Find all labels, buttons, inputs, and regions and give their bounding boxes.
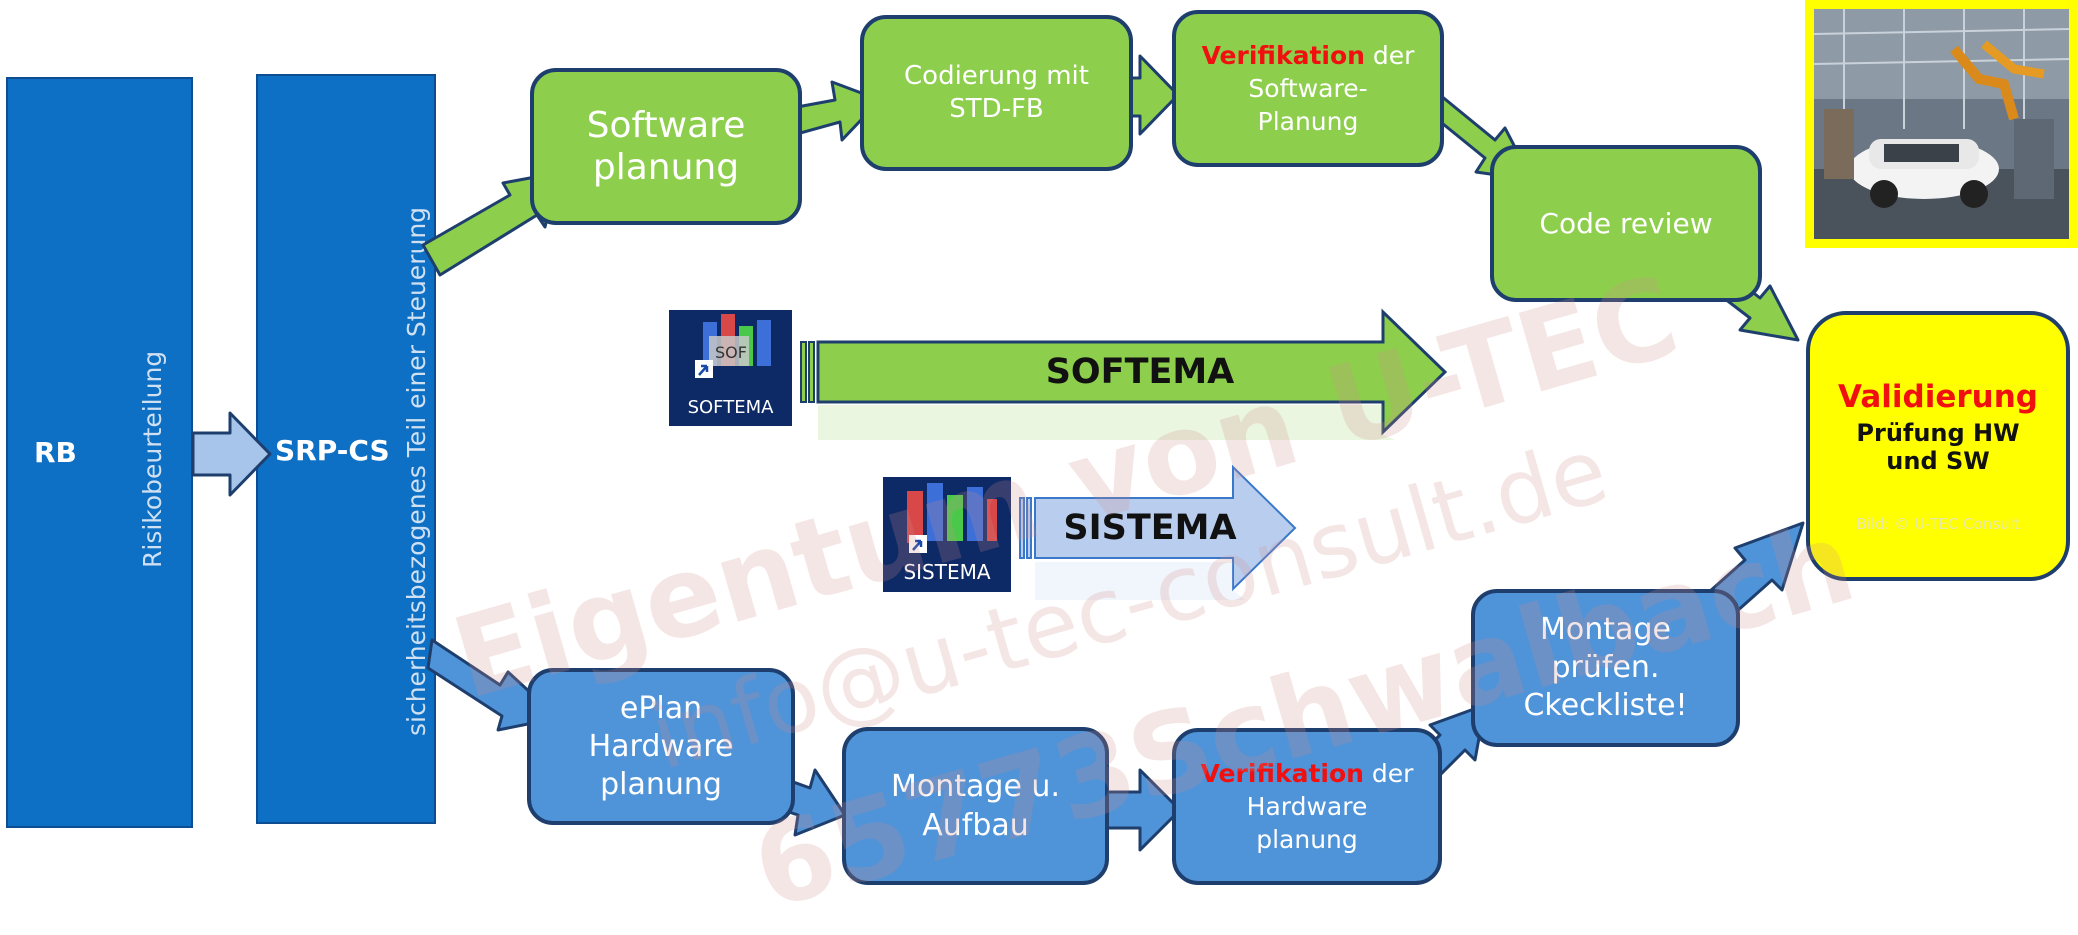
sistema-logo-icon: [907, 483, 997, 553]
validierung-line1: Prüfung HW: [1856, 419, 2020, 447]
softema-app-icon[interactable]: SOF SOFTEMA: [669, 310, 792, 426]
rb-label: RB: [34, 436, 77, 469]
softema-arrow-label: SOFTEMA: [1045, 352, 1235, 392]
softema-icon-caption: SOFTEMA: [687, 397, 774, 418]
arrow-rb-srp: [191, 411, 272, 497]
softema-logo-icon: SOF: [695, 314, 771, 378]
validierung-box: Validierung Prüfung HW und SW Bild: © U-…: [1806, 311, 2070, 581]
sistema-arrow-label: SISTEMA: [1063, 508, 1237, 548]
sistema-app-icon[interactable]: SISTEMA: [883, 477, 1011, 592]
rb-column: [6, 77, 193, 828]
srp-cs-column: [256, 74, 436, 824]
factory-photo: [1805, 0, 2078, 248]
sistema-icon-caption: SISTEMA: [903, 560, 991, 584]
validierung-line2: und SW: [1886, 447, 1990, 475]
softema-big-arrow: [800, 308, 1448, 440]
montage-aufbau-box: Montage u.Aufbau: [842, 727, 1109, 885]
code-review-box: Code review: [1490, 145, 1762, 302]
svg-text:SOF: SOF: [715, 343, 747, 362]
sistema-big-arrow: [1019, 464, 1297, 600]
image-credit: Bild: © U-TEC Consult: [1856, 515, 2020, 533]
srp-cs-label: SRP-CS: [275, 434, 390, 467]
validierung-title: Validierung: [1838, 379, 2038, 415]
